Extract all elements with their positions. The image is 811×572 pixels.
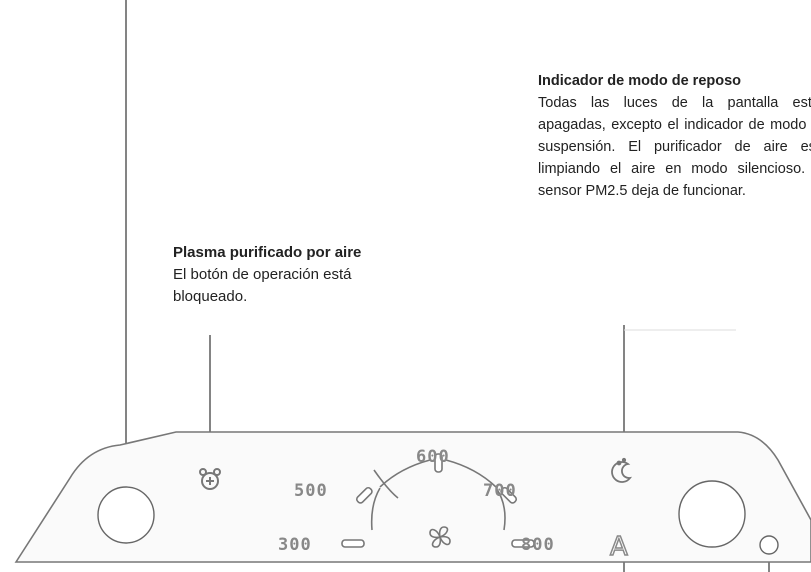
- level-800-bar: [511, 539, 535, 548]
- level-300-bar: [341, 539, 365, 548]
- sleep-annotation: Indicador de modo de reposo Todas las lu…: [538, 70, 811, 202]
- speed-button-icon[interactable]: [678, 480, 746, 548]
- plasma-annotation-body: El botón de operación está bloqueado.: [173, 266, 352, 305]
- sleep-moon-icon: [611, 457, 633, 483]
- scale-label-700: 700: [483, 481, 517, 501]
- fan-icon: [429, 526, 451, 548]
- plasma-annotation-title: Plasma purificado por aire: [173, 244, 362, 261]
- auto-mode-icon: A: [610, 532, 628, 562]
- plasma-annotation: Plasma purificado por aire El botón de o…: [173, 242, 378, 308]
- sleep-annotation-title: Indicador de modo de reposo: [538, 73, 742, 89]
- level-500-bar: [355, 486, 373, 504]
- fan-speed-scale: [341, 453, 535, 548]
- level-600-bar: [434, 453, 443, 473]
- sleep-annotation-body: Todas las luces de la pantalla están apa…: [538, 95, 811, 199]
- plasma-lock-icon: [199, 468, 221, 490]
- scale-label-600: 600: [416, 447, 450, 467]
- timer-dot-icon[interactable]: [759, 535, 779, 555]
- scale-label-800: 800: [521, 535, 555, 555]
- panel-outline: [14, 431, 811, 563]
- level-700-bar: [500, 486, 518, 504]
- scale-label-300: 300: [278, 535, 312, 555]
- power-button-icon[interactable]: [97, 486, 155, 544]
- scale-label-500: 500: [294, 481, 328, 501]
